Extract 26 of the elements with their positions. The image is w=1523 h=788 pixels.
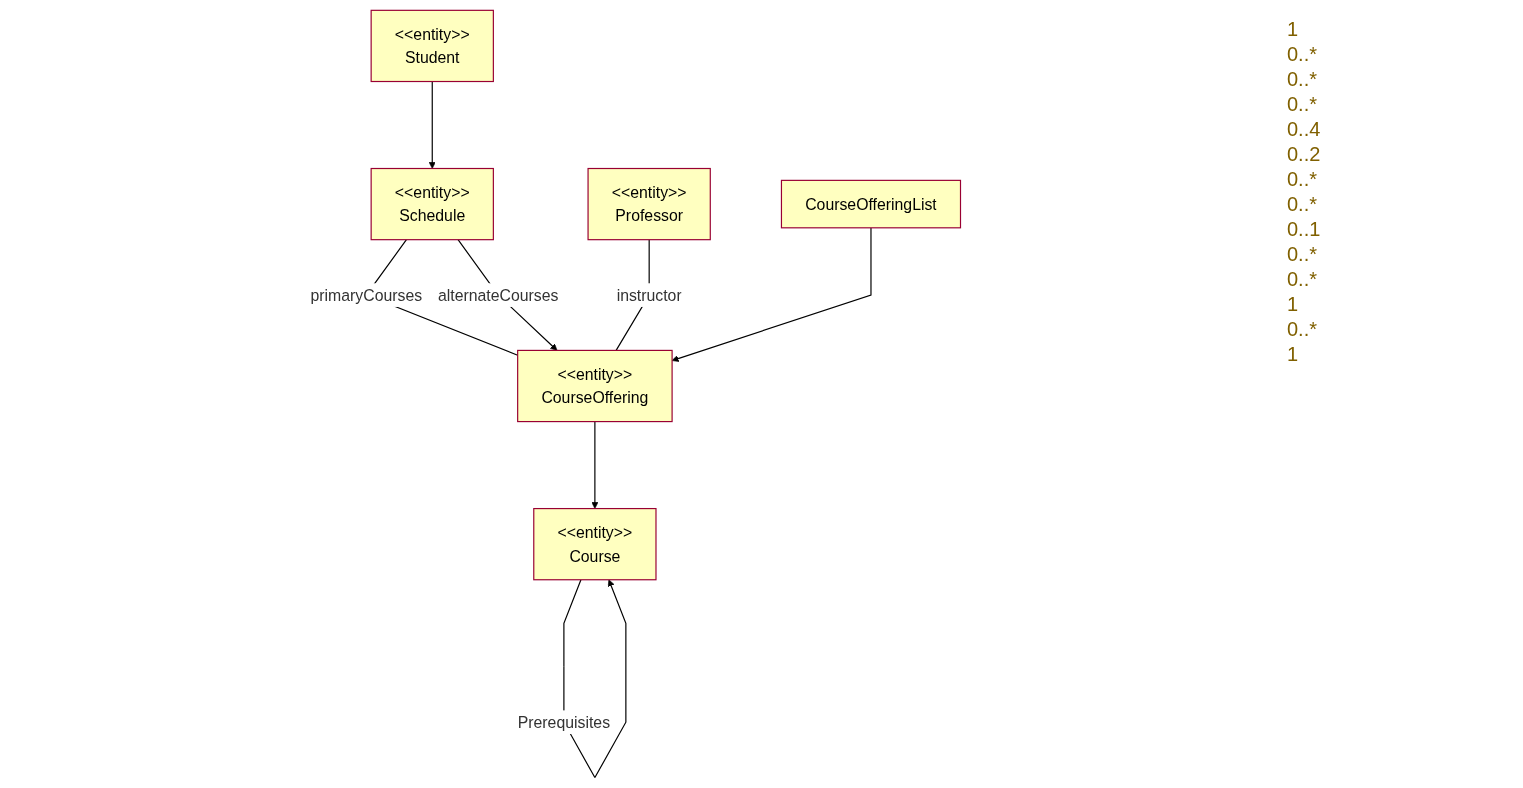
multiplicity-label: 0..*: [1287, 193, 1319, 216]
multiplicity-label: 0..*: [1287, 93, 1319, 116]
multiplicity-label: 0..*: [1287, 168, 1319, 191]
arrow: [428, 80, 436, 169]
edge-label: alternateCourses: [437, 286, 559, 304]
node-box: <<entity>> Course: [533, 508, 657, 581]
multiplicity-label: 0..*: [1287, 68, 1319, 91]
edge-label: Prerequisites: [517, 713, 611, 731]
multiplicity-label: 0..1: [1287, 218, 1322, 241]
edge-label: instructor: [616, 286, 682, 304]
multiplicity-label: 0..*: [1287, 268, 1319, 291]
node-box: CourseOfferingList: [780, 179, 962, 229]
multiplicity-label: 1: [1287, 18, 1300, 41]
multiplicity-label: 0..2: [1287, 143, 1322, 166]
node-box: <<entity>> Professor: [587, 167, 711, 241]
multiplicity-label: 1: [1287, 293, 1300, 316]
arrow: [591, 421, 599, 509]
multiplicity-label: 0..*: [1287, 243, 1319, 266]
node-box: <<entity>> Schedule: [370, 167, 494, 241]
multiplicity-label: 1: [1287, 343, 1300, 366]
multiplicity-label: 0..*: [1287, 318, 1319, 341]
node-box: <<entity>> CourseOffering: [517, 349, 673, 423]
edge-label: primaryCourses: [310, 286, 423, 304]
node-box: <<entity>> Student: [370, 9, 494, 83]
multiplicity-label: 0..*: [1287, 43, 1319, 66]
multiplicity-label: 0..4: [1287, 118, 1322, 141]
